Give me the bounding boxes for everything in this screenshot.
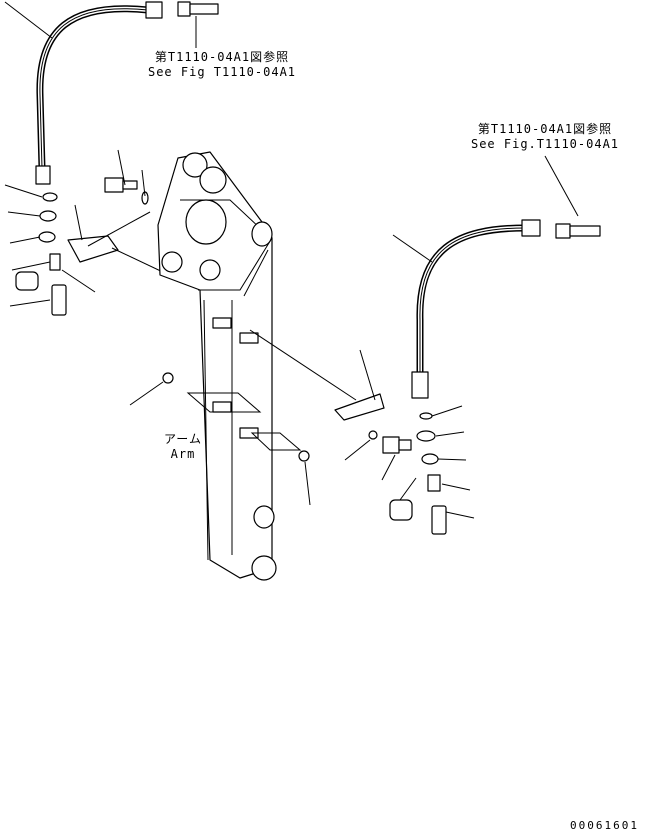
part-label-jp: アーム bbox=[164, 432, 202, 446]
left-fittings-group bbox=[4, 184, 96, 316]
fitting-top-left bbox=[177, 1, 219, 48]
right-fittings-group bbox=[389, 405, 475, 535]
reference-top-left: 第T1110-04A1図参照 See Fig T1110-04A1 bbox=[132, 50, 312, 80]
reference-top-right: 第T1110-04A1図参照 See Fig.T1110-04A1 bbox=[455, 122, 635, 152]
right-clamp-bracket bbox=[249, 329, 412, 481]
left-clamp-bracket bbox=[67, 149, 206, 293]
reference-jp: 第T1110-04A1図参照 bbox=[154, 50, 290, 64]
part-label-arm: アーム Arm bbox=[148, 432, 218, 462]
arm bbox=[157, 151, 277, 581]
drawing-number: 00061601 bbox=[570, 819, 639, 832]
left-hose bbox=[4, 1, 163, 185]
fitting-top-right bbox=[544, 155, 601, 239]
right-hose bbox=[392, 219, 541, 399]
reference-en: See Fig.T1110-04A1 bbox=[470, 137, 620, 151]
arm-clamp-pins bbox=[129, 372, 311, 506]
part-label-en: Arm bbox=[170, 447, 196, 461]
reference-jp: 第T1110-04A1図参照 bbox=[477, 122, 613, 136]
reference-en: See Fig T1110-04A1 bbox=[147, 65, 297, 79]
